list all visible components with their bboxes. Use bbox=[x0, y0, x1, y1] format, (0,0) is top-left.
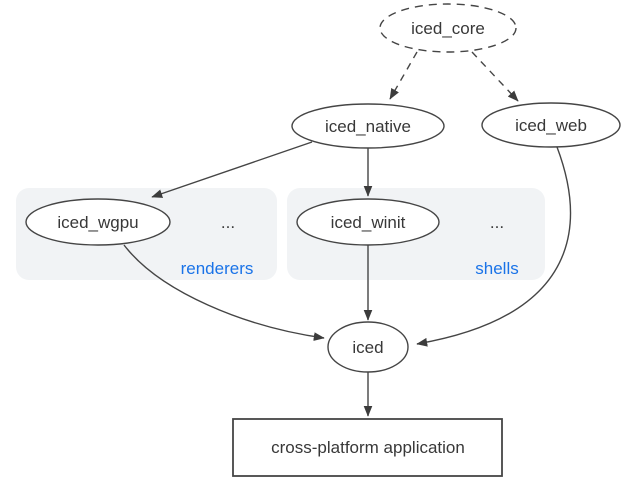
iced-native-label: iced_native bbox=[325, 117, 411, 136]
edge-iced-core-to-iced-web bbox=[471, 51, 519, 102]
edge-iced-native-to-iced-wgpu bbox=[151, 141, 313, 198]
renderers-ellipsis: ... bbox=[221, 213, 235, 232]
renderers-group-label: renderers bbox=[181, 259, 254, 278]
node-iced-winit: iced_winit bbox=[296, 198, 440, 246]
shells-ellipsis: ... bbox=[490, 213, 504, 232]
edge-iced-core-to-iced-native bbox=[389, 51, 418, 100]
iced-native-ellipse bbox=[291, 103, 445, 149]
iced-core-label: iced_core bbox=[411, 19, 485, 38]
node-iced-wgpu: iced_wgpu bbox=[25, 198, 171, 246]
iced-web-ellipse bbox=[481, 102, 621, 148]
node-iced-core: iced_core bbox=[379, 3, 517, 53]
application-box bbox=[232, 418, 503, 477]
iced-winit-label: iced_winit bbox=[331, 213, 406, 232]
application-label: cross-platform application bbox=[271, 438, 465, 457]
iced-web-label: iced_web bbox=[515, 116, 587, 135]
node-iced: iced bbox=[327, 321, 409, 373]
iced-winit-ellipse bbox=[296, 198, 440, 246]
node-iced-web: iced_web bbox=[481, 102, 621, 148]
edge-iced-web-to-iced bbox=[416, 146, 572, 347]
shells-group-label: shells bbox=[475, 259, 518, 278]
edge-iced-wgpu-to-iced bbox=[123, 244, 325, 341]
node-iced-native: iced_native bbox=[291, 103, 445, 149]
iced-core-ellipse bbox=[379, 3, 517, 53]
iced-label: iced bbox=[352, 338, 383, 357]
node-application: cross-platform application bbox=[232, 418, 503, 477]
iced-wgpu-ellipse bbox=[25, 198, 171, 246]
iced-ellipse bbox=[327, 321, 409, 373]
iced-wgpu-label: iced_wgpu bbox=[57, 213, 138, 232]
